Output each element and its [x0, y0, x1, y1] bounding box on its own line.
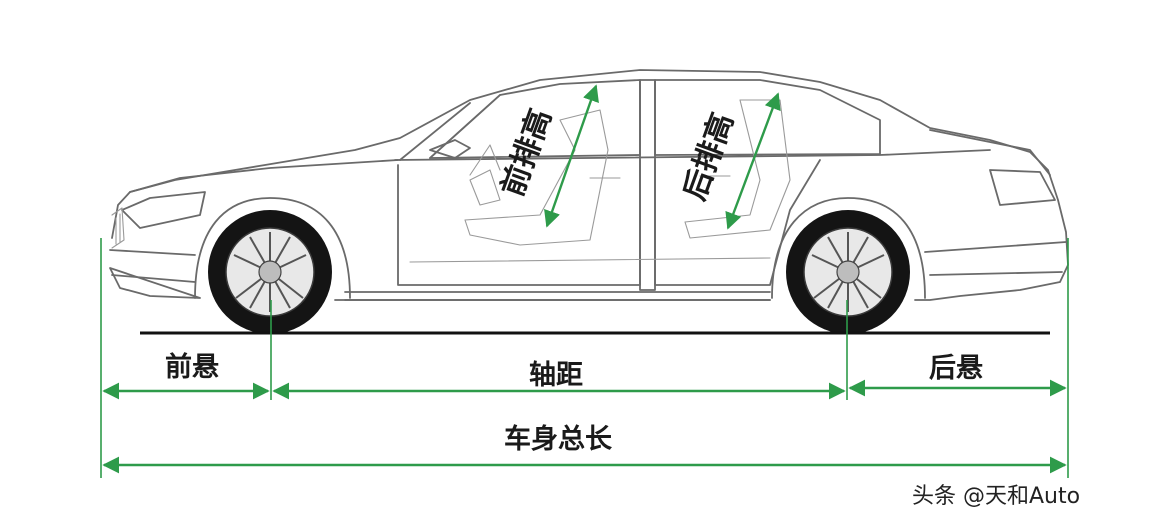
- interior-floor: [409, 257, 771, 263]
- front-bumper: [109, 249, 196, 283]
- front-wheel: [208, 210, 332, 334]
- wheelbase-label: 轴距: [529, 360, 583, 391]
- front-headroom-label: 前排高: [495, 104, 559, 201]
- steering-wheel: [469, 169, 501, 206]
- windshield: [399, 94, 501, 161]
- overall-length-label: 车身总长: [504, 423, 613, 455]
- rear-door: [654, 159, 821, 286]
- rear-bumper: [924, 241, 1067, 276]
- side-mirror: [429, 139, 471, 159]
- trunk: [929, 129, 1056, 206]
- front-overhang-label: 前悬: [165, 351, 219, 383]
- front-door: [397, 159, 641, 286]
- b-pillar: [639, 79, 656, 291]
- watermark-text: 头条 @天和Auto: [912, 484, 1081, 509]
- front-wheel-arch: [194, 197, 351, 299]
- rear-headroom-dimension: [725, 92, 781, 230]
- car-sill: [344, 291, 771, 301]
- grille: [111, 207, 125, 249]
- rear-overhang-label: 后悬: [929, 353, 983, 384]
- side-window-rear: [654, 79, 881, 156]
- hood: [129, 159, 399, 193]
- rear-wheel: [786, 210, 910, 334]
- headlight: [121, 191, 206, 229]
- front-headroom-dimension: [544, 84, 599, 228]
